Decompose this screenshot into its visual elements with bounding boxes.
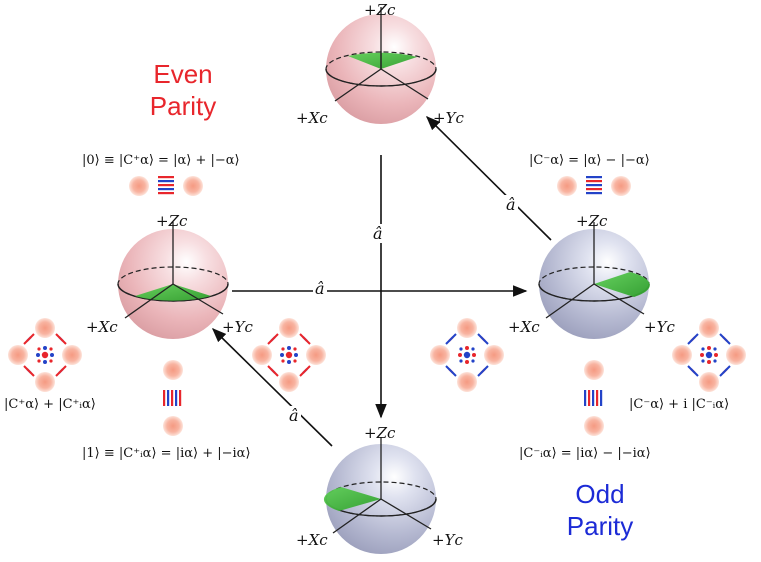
right-sphere-z-label: +Zc <box>576 212 608 230</box>
equation-minus-alpha: |C⁻α⟩ = |α⟩ − |−α⟩ <box>529 153 650 168</box>
wigner-four-lobe-right-outer <box>672 318 746 392</box>
bottom-sphere-z-label: +Zc <box>364 424 396 442</box>
bottom-sphere-y-label: +Yc <box>432 531 463 549</box>
bottom-sphere-x-label: +Xc <box>296 531 328 549</box>
transition-arrows <box>211 115 552 447</box>
odd-parity-line1: Odd <box>575 479 625 509</box>
bloch-sphere-bottom <box>323 437 437 554</box>
odd-parity-label: Odd Parity <box>545 478 655 542</box>
left-sphere-x-label: +Xc <box>86 318 118 336</box>
equation-minus-ialpha: |C⁻ᵢα⟩ = |iα⟩ − |−iα⟩ <box>519 446 651 461</box>
wigner-zero-state <box>129 176 203 196</box>
operator-label-upper-diagonal: â <box>504 195 518 214</box>
bloch-sphere-left <box>117 222 229 339</box>
wigner-one-state <box>163 360 183 436</box>
even-parity-label: Even Parity <box>128 58 238 122</box>
wigner-four-lobe-left-inner <box>252 318 326 392</box>
wigner-minus-alpha <box>557 176 631 196</box>
left-sphere-z-label: +Zc <box>156 212 188 230</box>
even-parity-line1: Even <box>153 59 213 89</box>
bloch-sphere-top <box>325 7 437 124</box>
equation-plus-superposition: |C⁺α⟩ + |C⁺ᵢα⟩ <box>4 397 96 412</box>
equation-minus-superposition: |C⁻α⟩ + i |C⁻ᵢα⟩ <box>629 397 730 412</box>
operator-label-vertical: â <box>371 224 385 243</box>
wigner-four-lobe-right-inner <box>430 318 504 392</box>
equation-one-state: |1⟩ ≡ |C⁺ᵢα⟩ = |iα⟩ + |−iα⟩ <box>82 446 251 461</box>
odd-parity-line2: Parity <box>566 511 634 541</box>
wigner-minus-ialpha <box>584 360 604 436</box>
bloch-sphere-right <box>538 222 650 339</box>
wigner-four-lobe-left-outer <box>8 318 82 392</box>
top-sphere-x-label: +Xc <box>296 109 328 127</box>
arrow-right-to-top <box>425 115 552 241</box>
top-sphere-y-label: +Yc <box>433 109 464 127</box>
top-sphere-z-label: +Zc <box>364 1 396 19</box>
operator-label-lower-diagonal: â <box>287 406 301 425</box>
right-sphere-x-label: +Xc <box>508 318 540 336</box>
arrow-bottom-to-left <box>211 327 333 447</box>
equation-zero-state: |0⟩ ≡ |C⁺α⟩ = |α⟩ + |−α⟩ <box>82 153 240 168</box>
right-sphere-y-label: +Yc <box>644 318 675 336</box>
left-sphere-y-label: +Yc <box>222 318 253 336</box>
even-parity-line2: Parity <box>149 91 217 121</box>
operator-label-horizontal: â <box>313 279 327 298</box>
